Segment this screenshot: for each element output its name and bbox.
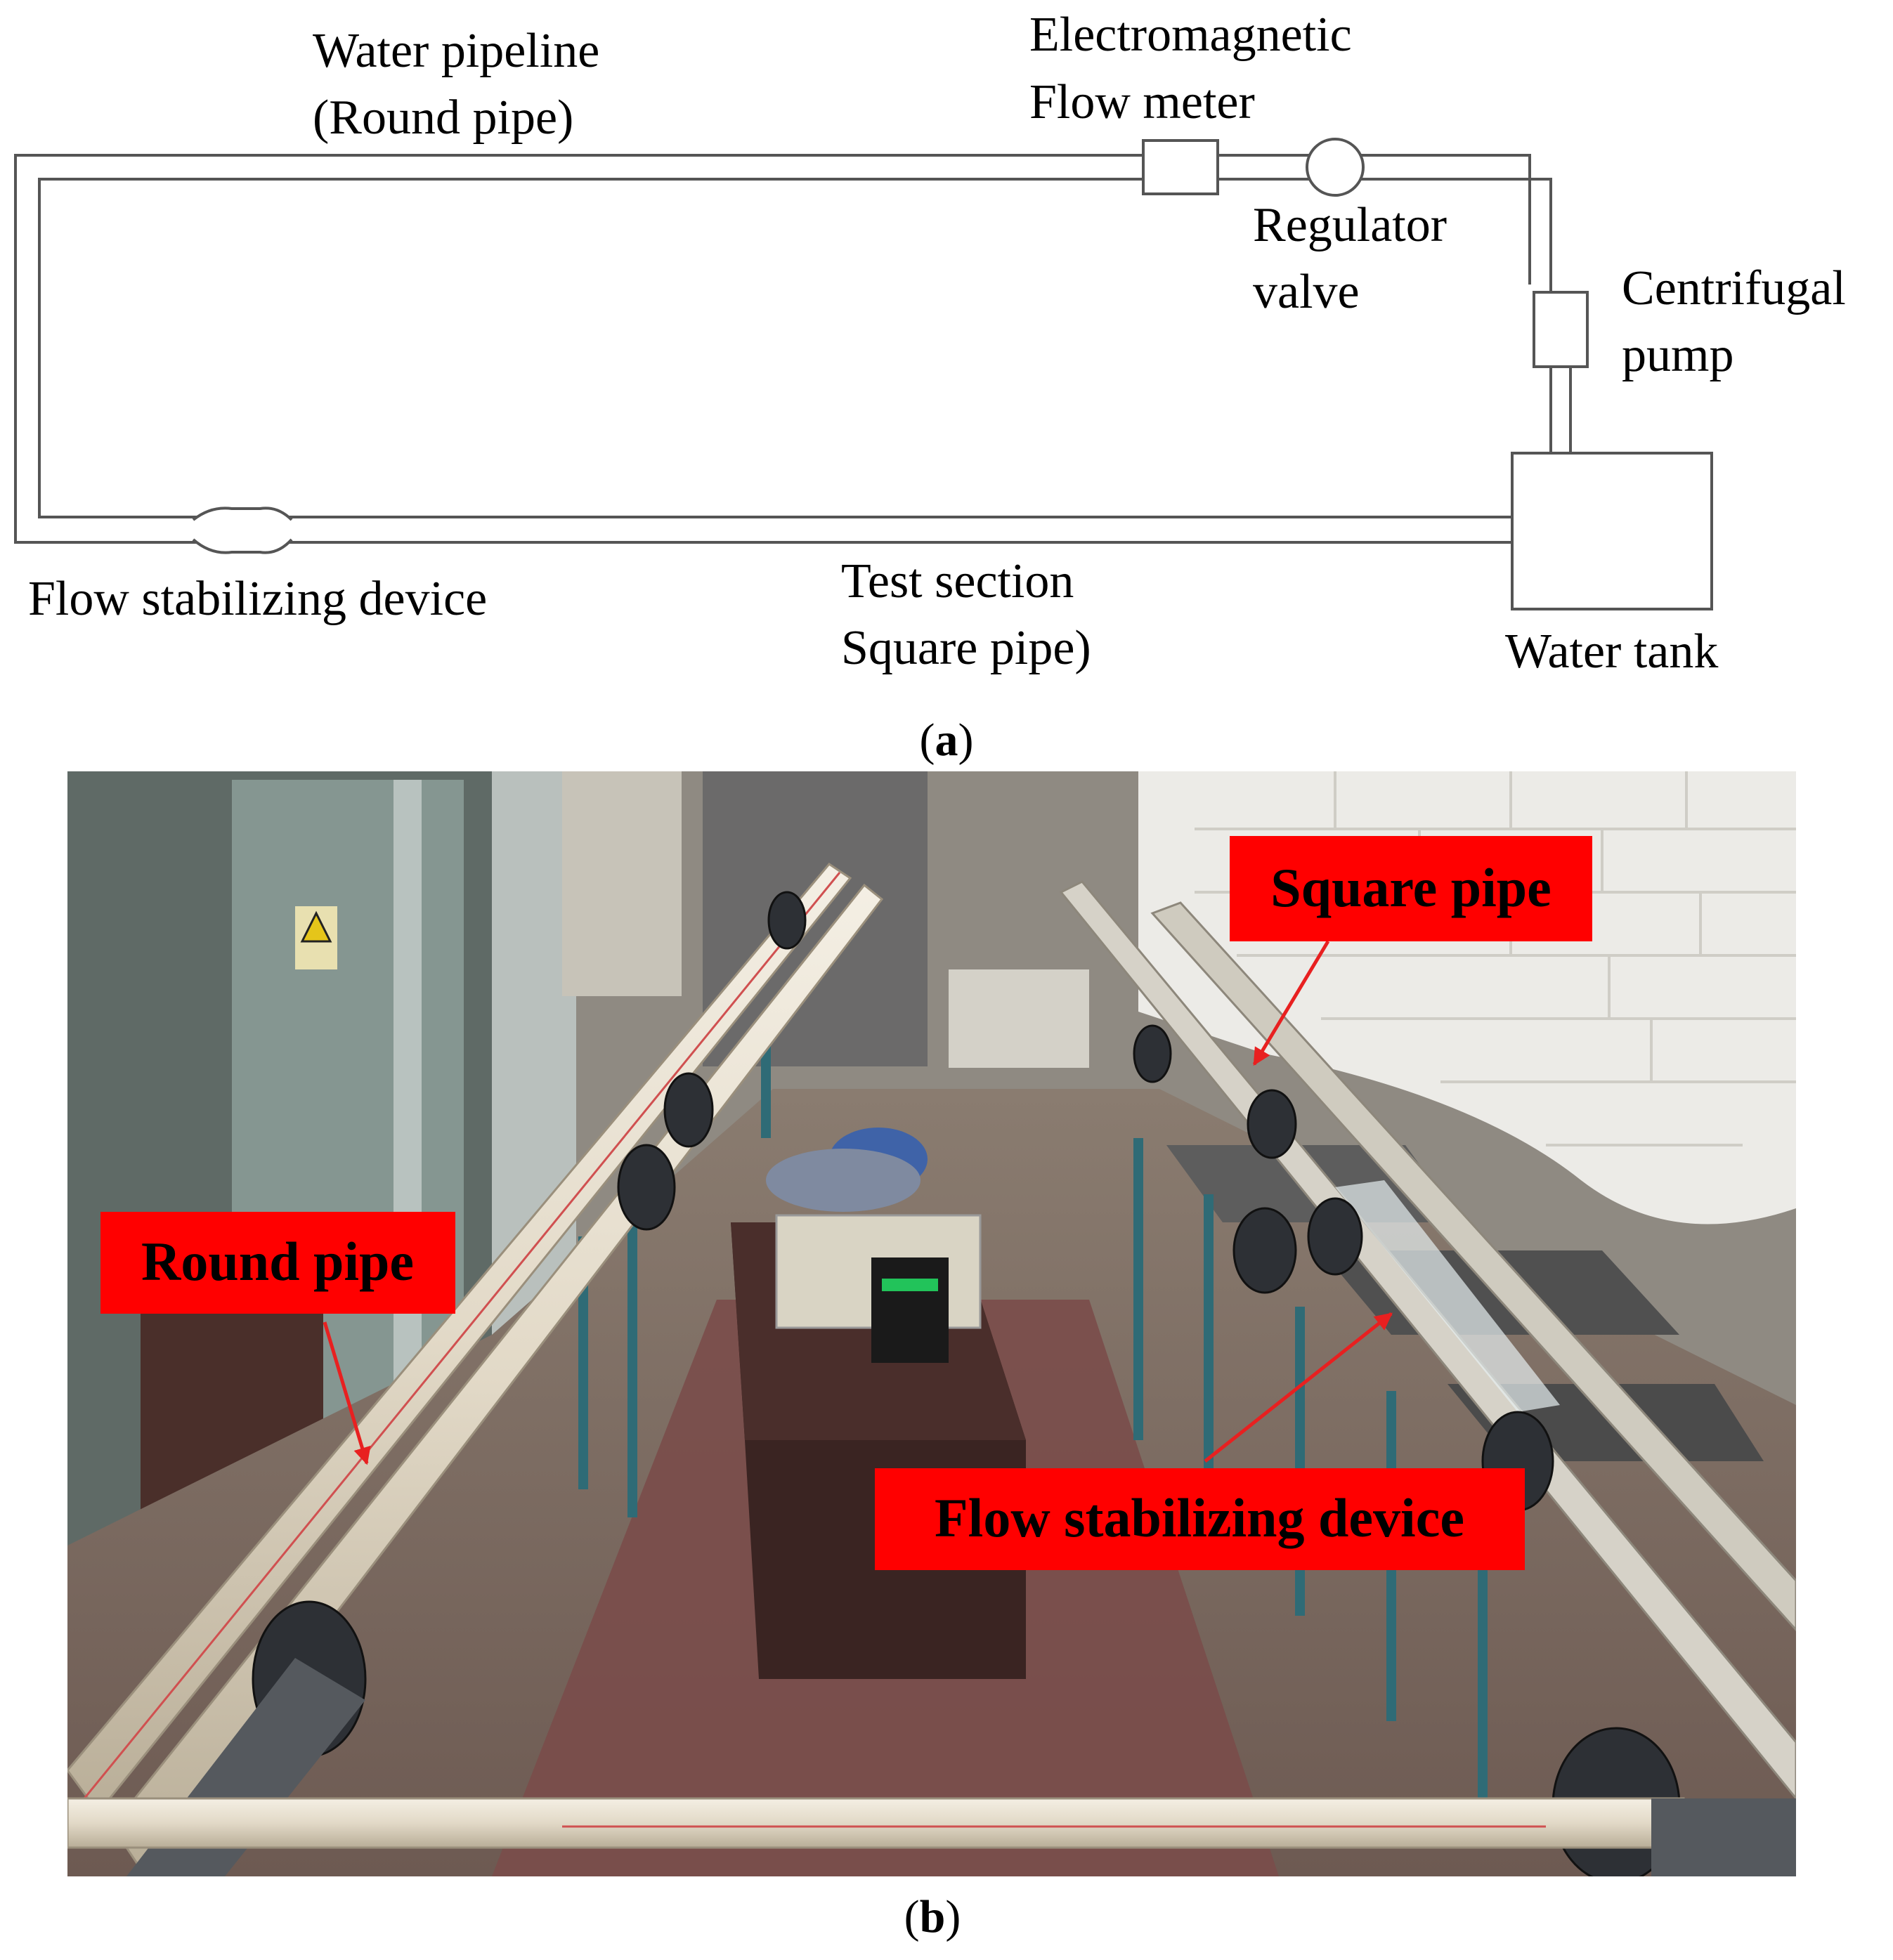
arrow-flow-stabilizing <box>1204 1312 1393 1463</box>
centrifugal-pump-box <box>1533 291 1589 368</box>
label-water-pipeline-1: Water pipeline <box>313 24 599 78</box>
arrow-round-pipe <box>323 1321 371 1465</box>
label-water-pipeline-2: (Round pipe) <box>313 91 573 145</box>
label-regulator-2: valve <box>1253 265 1360 319</box>
water-tank-box <box>1511 452 1713 610</box>
callout-round-pipe: Round pipe <box>100 1212 455 1314</box>
arrow-square-pipe <box>1252 940 1330 1066</box>
regulator-valve-circle <box>1306 138 1365 197</box>
label-pump-2: pump <box>1622 328 1733 382</box>
pipeline-inner-line <box>38 178 1552 518</box>
label-flowmeter-2: Flow meter <box>1029 75 1255 129</box>
label-flowmeter-1: Electromagnetic <box>1029 8 1352 62</box>
callout-round-pipe-text: Round pipe <box>141 1231 414 1292</box>
label-test-section-2: Square pipe) <box>841 621 1091 675</box>
label-regulator-1: Regulator <box>1253 198 1447 252</box>
square-pipe-photo <box>1059 880 1796 1801</box>
label-pump-1: Centrifugal <box>1622 261 1846 315</box>
caption-a: (a) <box>920 714 974 766</box>
bottom-pipe <box>67 1797 1685 1849</box>
label-water-tank: Water tank <box>1505 625 1718 679</box>
callout-arrows <box>323 940 1393 1465</box>
callout-flow-stabilizing-text: Flow stabilizing device <box>935 1487 1464 1548</box>
callout-flow-stabilizing: Flow stabilizing device <box>875 1468 1525 1570</box>
caption-b: (b) <box>904 1891 961 1942</box>
panel-a-labels: Water pipeline (Round pipe) Electromagne… <box>28 8 1846 766</box>
label-test-section-1: Test section <box>841 554 1074 608</box>
flow-meter-box <box>1142 139 1219 195</box>
panel-a-schematic <box>14 138 1713 610</box>
callout-square-pipe-text: Square pipe <box>1270 857 1552 918</box>
callout-square-pipe: Square pipe <box>1230 836 1592 941</box>
label-flow-stabilizer: Flow stabilizing device <box>28 572 487 626</box>
flow-stabilizer-bulge <box>192 507 293 554</box>
